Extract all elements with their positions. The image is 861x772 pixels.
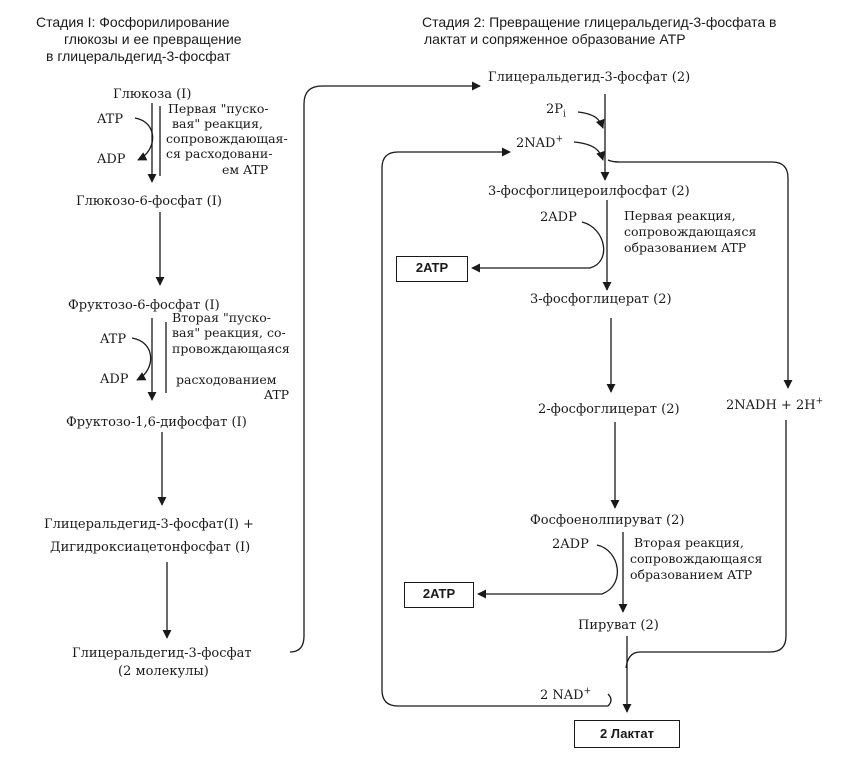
note-second-priming-l1: Вторая "пуско- [172,310,271,325]
adp-output-2: ADP [100,372,129,387]
adp-output-1: ADP [97,152,126,167]
nad-input: 2NAD+ [516,134,564,151]
note-first-atp-l1: Первая реакция, [624,208,736,223]
note-first-priming-l3: сопровождающая- [166,131,288,146]
glyceraldehyde-3-phosphate-2mol: Глицеральдегид-3-фосфат [72,646,252,661]
note-second-priming-l5: ATP [264,387,290,402]
note-second-priming-l2: вая" реакция, со- [172,325,286,340]
stage1-title-line1: Стадия I: Фосфорилирование [36,14,230,30]
adp-input-4: 2ADP [552,537,589,552]
note-first-atp-l2: сопровождающаяся [624,224,757,239]
glyceraldehyde-3-phosphate-1: Глицеральдегид-3-фосфат(I) + [44,517,254,532]
atp-input-1: ATP [97,112,124,127]
note-second-atp-l3: образованием ATP [630,567,753,582]
nadh-product: 2NADH + 2H+ [726,396,824,413]
atp-input-2: ATP [100,332,127,347]
dihydroxyacetone-phosphate: Дигидроксиацетонфосфат (I) [50,540,251,555]
glucose: Глюкоза (I) [113,87,192,102]
pyruvate: Пируват (2) [578,618,659,633]
stage1-title-line2: глюкозы и ее превращение [64,31,242,47]
adp-input-3: 2ADP [540,210,577,225]
stage2-title-line1: Стадия 2: Превращение глицеральдегид-3-ф… [422,14,777,30]
note-second-priming-l3: провождающаяся [172,341,290,356]
stage2-title-line2: лактат и сопряженное образование ATP [424,31,686,47]
2-phosphoglycerate: 2-фосфоглицерат (2) [538,402,680,417]
note-second-priming-l4: расходованием [176,372,277,387]
note-first-priming-l4: ся расходовани- [166,146,273,161]
note-second-atp-l1: Вторая реакция, [634,535,744,550]
phosphoenolpyruvate: Фосфоенолпируват (2) [530,513,685,528]
fructose-1-6-bisphosphate: Фруктозо-1,6-дифосфат (I) [66,415,247,430]
glyceraldehyde-3-phosphate-2mol-note: (2 молекулы) [118,664,209,679]
note-first-priming-l1: Первая "пуско- [168,101,269,116]
fructose-6-phosphate: Фруктозо-6-фосфат (I) [68,298,220,313]
note-first-priming-l2: вая" реакция, [172,116,263,131]
note-first-atp-l3: образованием ATP [624,240,747,255]
nad-regenerated: 2 NAD+ [540,686,592,703]
1-3-bisphosphoglycerate: 3-фосфоглицероилфосфат (2) [488,184,690,199]
lactate-product-box: 2 Лактат [574,720,680,748]
glyceraldehyde-3-phosphate-stage2: Глицеральдегид-3-фосфат (2) [488,70,691,85]
atp-product-box-1: 2ATP [396,256,468,282]
glucose-6-phosphate: Глюкозо-6-фосфат (I) [76,194,222,209]
note-second-atp-l2: сопровождающаяся [630,551,763,566]
phosphate-input: 2Pi [546,102,566,120]
stage1-title-line3: в глицеральдегид-3-фосфат [46,48,231,64]
3-phosphoglycerate: 3-фосфоглицерат (2) [530,292,672,307]
atp-product-box-2: 2ATP [404,582,474,608]
note-first-priming-l5: ем ATP [222,162,269,177]
